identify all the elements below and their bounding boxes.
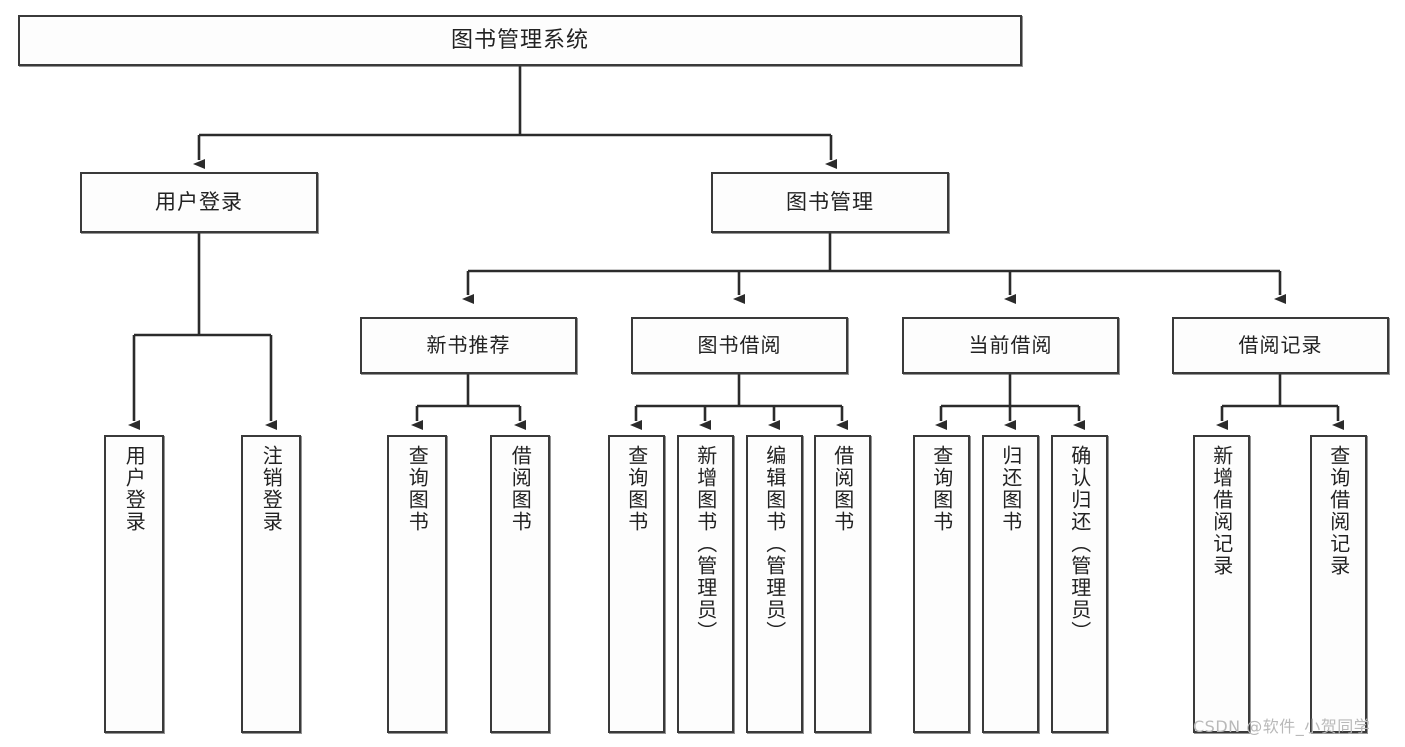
leaf-new-book-borrow[interactable]: 借阅图书	[490, 435, 550, 733]
node-label: 用户登录	[122, 445, 147, 533]
node-label: 借阅图书	[830, 445, 855, 533]
node-label: 图书借阅	[697, 333, 782, 357]
node-label: 查询借阅记录	[1326, 445, 1351, 577]
node-root-system[interactable]: 图书管理系统	[18, 15, 1022, 66]
node-label: 当前借阅	[968, 333, 1053, 357]
node-label: 归还图书	[998, 445, 1023, 533]
leaf-book-borrow-borrow[interactable]: 借阅图书	[814, 435, 871, 733]
leaf-current-borrow-return[interactable]: 归还图书	[982, 435, 1039, 733]
node-label: 图书管理系统	[450, 27, 589, 53]
node-user-login[interactable]: 用户登录	[80, 172, 318, 233]
leaf-user-login-logout[interactable]: 注销登录	[241, 435, 301, 733]
leaf-new-book-query[interactable]: 查询图书	[387, 435, 447, 733]
node-label: 借阅图书	[508, 445, 533, 533]
node-book-borrow[interactable]: 图书借阅	[631, 317, 848, 374]
leaf-book-borrow-query[interactable]: 查询图书	[608, 435, 665, 733]
node-label: 注销登录	[259, 445, 284, 533]
node-label: 查询图书	[405, 445, 430, 533]
node-borrow-record[interactable]: 借阅记录	[1172, 317, 1389, 374]
leaf-book-borrow-edit[interactable]: 编辑图书（管理员）	[746, 435, 803, 733]
node-new-book-recommend[interactable]: 新书推荐	[360, 317, 577, 374]
leaf-borrow-record-add[interactable]: 新增借阅记录	[1193, 435, 1250, 733]
node-label: 图书管理	[786, 190, 874, 215]
node-label: 确认归还（管理员）	[1067, 445, 1092, 643]
leaf-user-login-login[interactable]: 用户登录	[104, 435, 164, 733]
leaf-current-borrow-query[interactable]: 查询图书	[913, 435, 970, 733]
node-label: 查询图书	[929, 445, 954, 533]
leaf-book-borrow-add[interactable]: 新增图书（管理员）	[677, 435, 734, 733]
node-current-borrow[interactable]: 当前借阅	[902, 317, 1119, 374]
node-label: 新增图书（管理员）	[693, 445, 718, 643]
node-label: 借阅记录	[1238, 333, 1323, 357]
node-book-management[interactable]: 图书管理	[711, 172, 949, 233]
node-label: 新增借阅记录	[1209, 445, 1234, 577]
node-label: 编辑图书（管理员）	[762, 445, 787, 643]
leaf-current-borrow-confirm-return[interactable]: 确认归还（管理员）	[1051, 435, 1108, 733]
node-label: 新书推荐	[426, 333, 511, 357]
node-label: 用户登录	[155, 190, 243, 215]
node-label: 查询图书	[624, 445, 649, 533]
csdn-watermark: CSDN @软件_小贺同学	[1193, 717, 1371, 736]
leaf-borrow-record-query[interactable]: 查询借阅记录	[1310, 435, 1367, 733]
